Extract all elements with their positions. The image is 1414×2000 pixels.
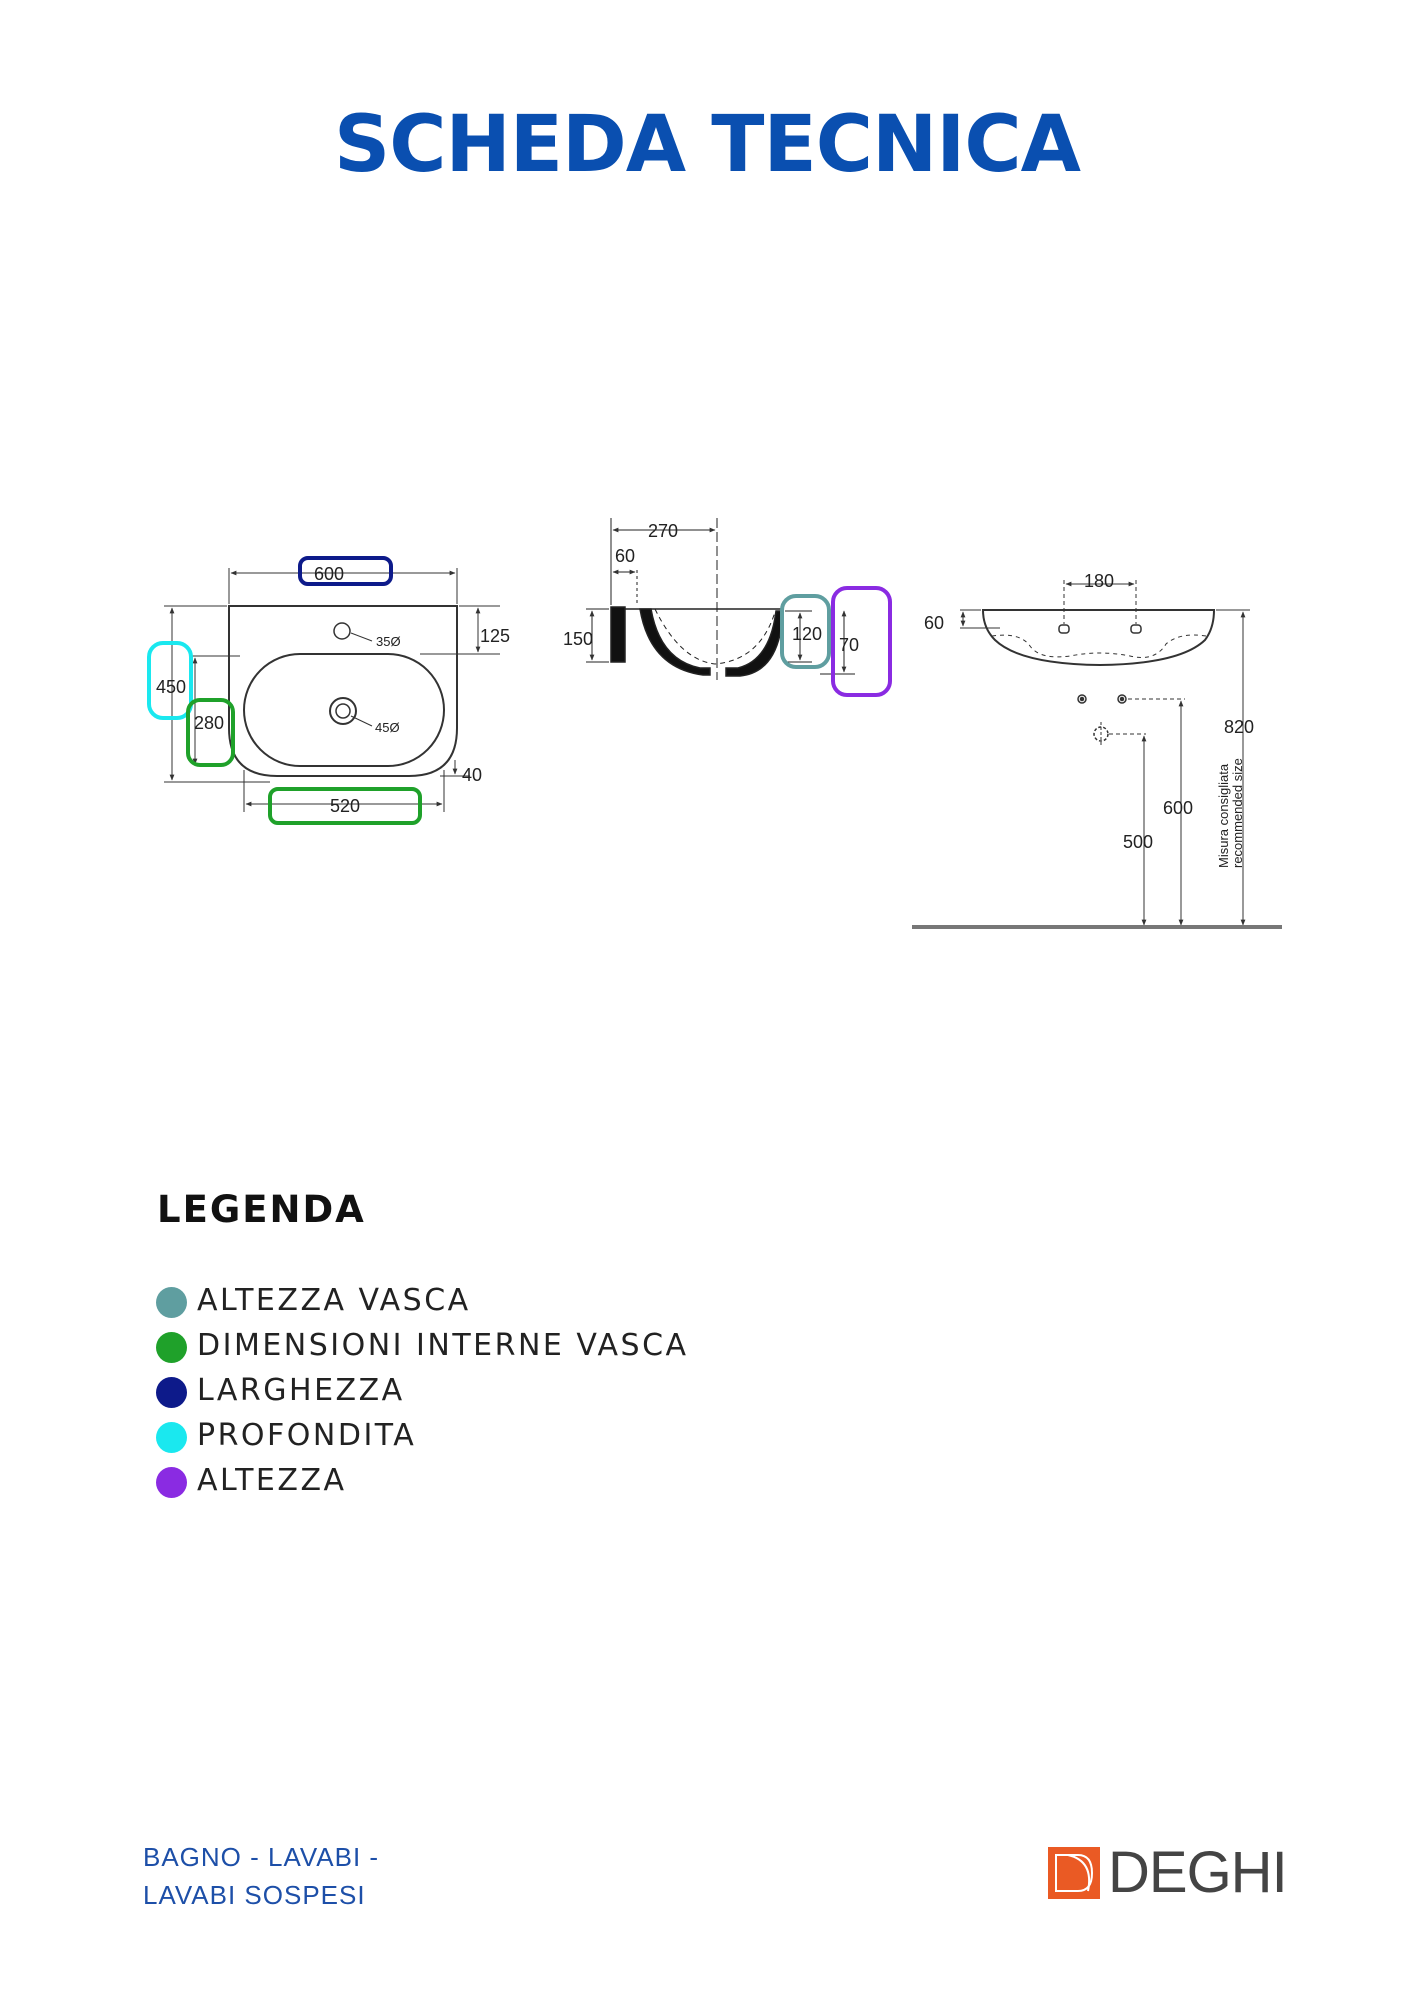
- legend-item-profondita: PROFONDITA: [156, 1413, 689, 1458]
- legend-item-larghezza: LARGHEZZA: [156, 1368, 689, 1413]
- basin-outline: [228, 605, 458, 777]
- side-overall-height-label: 70: [839, 635, 859, 655]
- tap-hole-icon: [333, 622, 351, 640]
- side-basin-height-label: 120: [792, 624, 822, 644]
- recommended-size-en: recommended size: [1230, 758, 1245, 868]
- highlight-altezza: [831, 586, 892, 697]
- installation-view: [912, 580, 1282, 929]
- install-mid-height-label: 600: [1163, 798, 1193, 818]
- deghi-logo-icon: [1048, 1847, 1100, 1899]
- front-view: [164, 568, 500, 812]
- install-spacing-label: 180: [1084, 571, 1114, 591]
- drain-hole-label: 45Ø: [375, 720, 400, 735]
- highlight-interne-width: [268, 787, 422, 825]
- front-inner-depth-label: 280: [194, 713, 224, 733]
- color-dot-icon: [156, 1422, 187, 1453]
- category-breadcrumb: BAGNO - LAVABI - LAVABI SOSPESI: [143, 1838, 463, 1914]
- legend-list: ALTEZZA VASCA DIMENSIONI INTERNE VASCA L…: [156, 1278, 689, 1503]
- install-rim-label: 60: [924, 613, 944, 633]
- legend-title: LEGENDA: [157, 1188, 366, 1231]
- legend-item-label: PROFONDITA: [197, 1418, 417, 1453]
- page-title: SCHEDA TECNICA: [334, 100, 1081, 190]
- color-dot-icon: [156, 1467, 187, 1498]
- category-line-1: BAGNO - LAVABI -: [143, 1842, 380, 1872]
- highlight-larghezza: [298, 556, 393, 586]
- side-height-label: 150: [563, 629, 593, 649]
- legend-item-label: ALTEZZA VASCA: [197, 1283, 471, 1318]
- brand-logo: DEGHI: [1048, 1840, 1288, 1905]
- color-dot-icon: [156, 1377, 187, 1408]
- legend-item-label: DIMENSIONI INTERNE VASCA: [197, 1328, 689, 1363]
- color-dot-icon: [156, 1332, 187, 1363]
- legend-item-altezza-vasca: ALTEZZA VASCA: [156, 1278, 689, 1323]
- color-dot-icon: [156, 1287, 187, 1318]
- legend-item-dimensioni-interne: DIMENSIONI INTERNE VASCA: [156, 1323, 689, 1368]
- brand-name: DEGHI: [1108, 1840, 1288, 1905]
- highlight-profondita: [147, 641, 193, 720]
- legend-item-altezza: ALTEZZA: [156, 1458, 689, 1503]
- legend-item-label: LARGHEZZA: [197, 1373, 405, 1408]
- install-drain-height-label: 500: [1123, 832, 1153, 852]
- front-depth-label: 450: [156, 677, 186, 697]
- front-bottom-offset-label: 40: [462, 765, 482, 785]
- side-depth-label: 270: [648, 521, 678, 541]
- inner-bowl: [243, 653, 445, 767]
- front-width-label: 600: [314, 564, 344, 584]
- legend-item-label: ALTEZZA: [197, 1463, 347, 1498]
- highlight-interne-depth: [186, 698, 235, 767]
- highlight-altezza-vasca: [780, 594, 831, 669]
- install-total-height-label: 820: [1224, 717, 1254, 737]
- side-rim-label: 60: [615, 546, 635, 566]
- front-inner-width-label: 520: [330, 796, 360, 816]
- front-top-offset-label: 125: [480, 626, 510, 646]
- tap-hole-label: 35Ø: [376, 634, 401, 649]
- category-line-2: LAVABI SOSPESI: [143, 1880, 366, 1910]
- recommended-size-it: Misura consigliata: [1216, 763, 1231, 868]
- side-view: [586, 518, 855, 680]
- drain-icon: [329, 697, 357, 725]
- technical-drawing: 600 125 450 280 520 40 35Ø 45Ø: [147, 518, 1282, 929]
